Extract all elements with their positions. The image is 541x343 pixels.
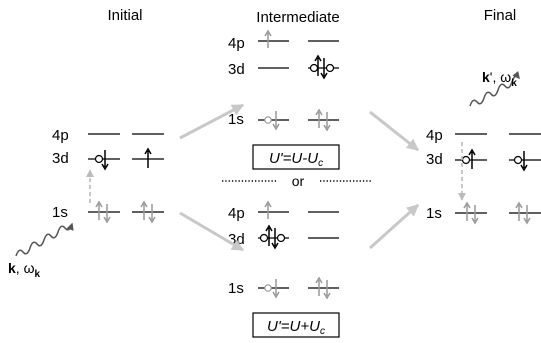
- incoming-photon-k: k: [8, 260, 16, 276]
- final-3d-spin-up: [468, 148, 476, 169]
- lower-u-box: [252, 312, 340, 338]
- lower-u-sub: c: [320, 326, 325, 337]
- upper-4p-spin-up: [264, 29, 272, 48]
- arrow-upper-to-final: [369, 110, 419, 152]
- lower-1s-pair-b: [315, 276, 331, 300]
- final-1s-pair-b: [515, 201, 531, 225]
- arrow-lower-to-final: [368, 203, 420, 250]
- header-final: Final: [484, 7, 517, 24]
- upper-u-text: U'=U-Uc: [269, 150, 323, 169]
- upper-3d-hole-a: [309, 63, 319, 73]
- upper-u-sub: c: [318, 158, 323, 169]
- initial-3d-spin-up: [144, 147, 152, 168]
- final-3d-spin-down: [520, 151, 528, 172]
- intermediate-lower-state: 4p 3d 1s U'=U+Uc: [228, 200, 340, 338]
- upper-u-box: [252, 144, 340, 170]
- final-1s-label: 1s: [426, 205, 442, 222]
- initial-3d-hole: [94, 154, 104, 164]
- initial-3d-label: 3d: [52, 150, 69, 167]
- initial-1s-pair-b: [140, 200, 156, 224]
- final-4p-label: 4p: [426, 127, 443, 144]
- final-state: 4p 3d 1s k', ωk: [426, 69, 541, 225]
- arrow-initial-to-upper: [179, 103, 245, 140]
- final-3d-hole-a: [461, 155, 471, 165]
- intermediate-upper-state: 4p 3d 1s U'=U-Uc: [228, 29, 340, 170]
- lower-u-text: U'=U+Uc: [267, 318, 325, 337]
- final-3d-hole-b: [513, 155, 523, 165]
- incoming-photon-wave: [15, 222, 74, 257]
- initial-1s-pair-a: [95, 200, 111, 224]
- upper-3d-label: 3d: [228, 61, 245, 78]
- lower-1s-spin-down: [272, 279, 280, 299]
- upper-3d-hole-b: [325, 63, 335, 73]
- upper-1s-spin-down: [272, 111, 280, 131]
- lower-1s-core-hole: [264, 284, 272, 292]
- upper-4p-label: 4p: [228, 35, 245, 52]
- lower-4p-label: 4p: [228, 205, 245, 222]
- final-1s-pair-a: [463, 201, 479, 225]
- initial-3d-spin-down: [101, 150, 109, 171]
- outgoing-photon-sep: ', ω: [490, 69, 511, 85]
- lower-4p-spin-up: [264, 200, 272, 219]
- lower-3d-hole-b: [276, 233, 286, 243]
- header-intermediate: Intermediate: [256, 9, 339, 26]
- incoming-photon-sep: , ω: [16, 260, 35, 276]
- upper-u-main: U'=U-U: [269, 150, 318, 167]
- initial-4p-label: 4p: [52, 127, 69, 144]
- lower-3d-hole-a: [259, 233, 269, 243]
- outgoing-photon-k: k: [482, 69, 490, 85]
- outgoing-photon-label: k', ωk: [482, 69, 517, 89]
- incoming-photon-label: k, ωk: [8, 260, 41, 280]
- outgoing-photon-sub: k: [511, 78, 517, 89]
- upper-1s-core-hole: [264, 116, 272, 124]
- incoming-photon-sub: k: [35, 269, 41, 280]
- initial-1s-label: 1s: [52, 204, 68, 221]
- arrow-initial-to-lower: [179, 211, 245, 252]
- lower-1s-label: 1s: [228, 280, 244, 297]
- header-initial: Initial: [107, 7, 142, 24]
- final-3d-label: 3d: [426, 151, 443, 168]
- upper-3d-pair: [314, 54, 328, 80]
- initial-state: 4p 3d 1s k, ωk: [8, 127, 164, 280]
- lower-u-main: U'=U+U: [267, 318, 320, 335]
- lower-3d-pair: [265, 224, 279, 250]
- upper-1s-pair-b: [315, 108, 331, 132]
- separator-or: or: [292, 173, 305, 189]
- outgoing-photon-wave: [469, 70, 520, 107]
- upper-1s-label: 1s: [228, 111, 244, 128]
